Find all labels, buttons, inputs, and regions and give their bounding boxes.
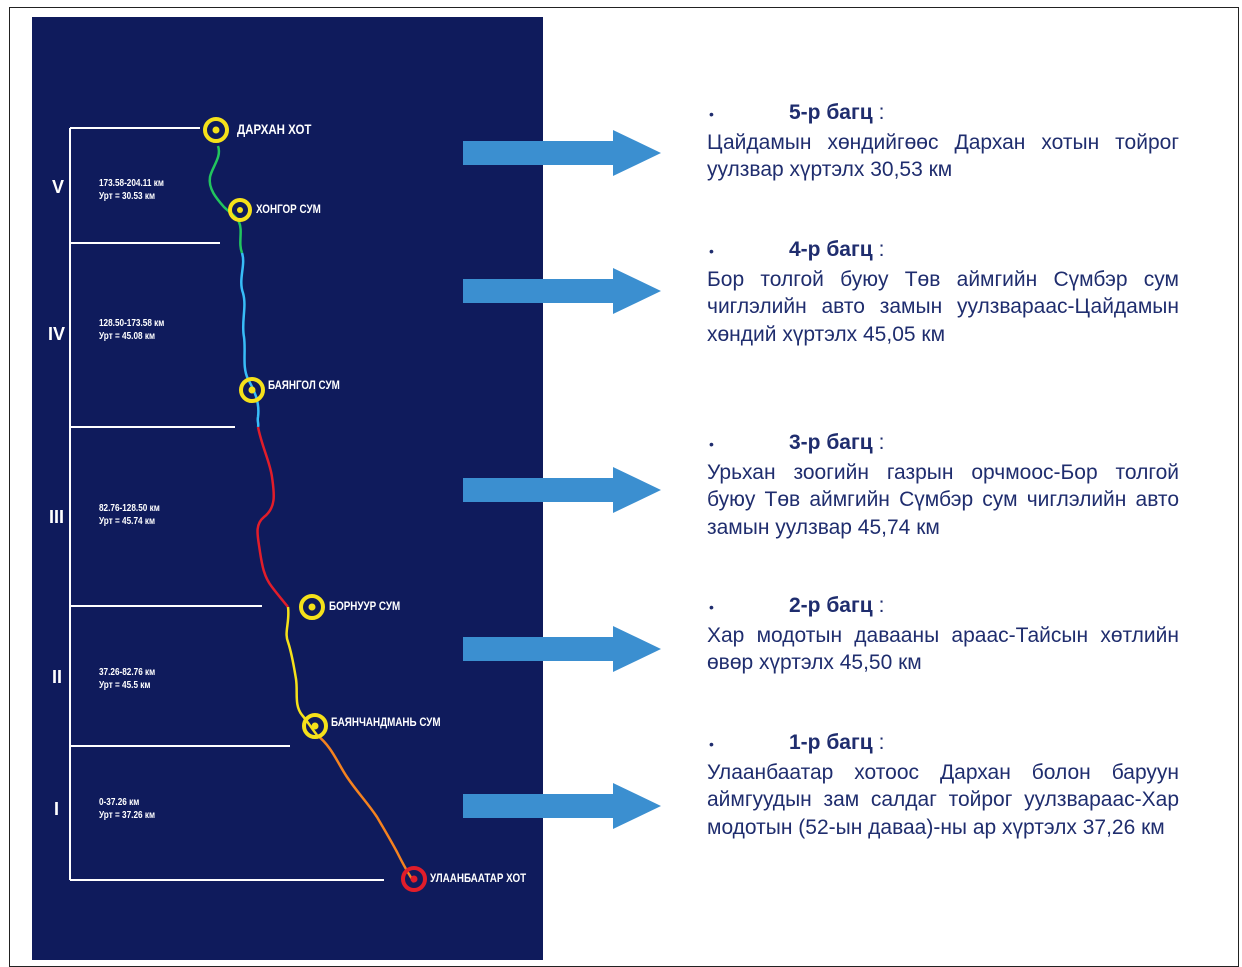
station-label-ulaanbaatar: УЛААНБААТАР ХОТ <box>430 871 527 885</box>
route-segment-orange <box>316 734 416 883</box>
segment-info-ii: 37.26-82.76 км Урт = 45.5 км <box>99 666 155 692</box>
segment-length: Урт = 45.74 км <box>99 516 156 527</box>
station-marker-darkhan <box>203 117 229 143</box>
segment-range: 128.50-173.58 км <box>99 318 165 329</box>
section-package-3: • 3-р багц : Урьхан зоогийн газрын орчмо… <box>707 429 1179 541</box>
segment-length: Урт = 30.53 км <box>99 191 156 202</box>
station-label-bayangol: БАЯНГОЛ СУМ <box>268 378 340 392</box>
section-title: 3-р багц <box>789 431 873 454</box>
segment-roman-iii: III <box>49 507 65 527</box>
station-label-darkhan: ДАРХАН ХОТ <box>237 121 312 137</box>
station-marker-ulaanbaatar <box>401 866 427 892</box>
bullet-icon: • <box>709 436 714 452</box>
segment-range: 82.76-128.50 км <box>99 503 160 514</box>
segment-roman-ii: II <box>52 667 63 687</box>
section-body: Хар модотын давааны араас-Тайсын хөтлийн… <box>707 623 1179 675</box>
segment-range: 37.26-82.76 км <box>99 667 156 678</box>
segment-roman-iv: IV <box>48 324 66 344</box>
section-body: Урьхан зоогийн газрын орчмоос-Бор толгой… <box>707 460 1179 539</box>
segment-info-iii: 82.76-128.50 км Урт = 45.74 км <box>99 502 160 528</box>
segment-length: Урт = 37.26 км <box>99 810 156 821</box>
route-segment-red <box>256 426 289 608</box>
station-label-bornuur: БОРНУУР СУМ <box>329 599 401 613</box>
route-diagram-panel: V IV III II I 173.58-204.11 км Урт = 30.… <box>32 17 543 960</box>
arrow-right-icon <box>463 783 661 829</box>
segment-length: Урт = 45.5 км <box>99 680 151 691</box>
section-header: • 3-р багц : <box>707 429 1179 459</box>
section-colon: : <box>878 731 885 754</box>
segment-roman-v: V <box>52 177 65 197</box>
station-marker-bayanchandmani <box>302 713 328 739</box>
section-header: • 4-р багц : <box>707 236 1179 266</box>
arrow-right-icon <box>463 268 661 314</box>
section-title: 2-р багц <box>789 594 873 617</box>
station-marker-bayangol <box>239 377 265 403</box>
section-header: • 2-р багц : <box>707 592 1179 622</box>
station-label-khongor: ХОНГОР СУМ <box>256 202 321 216</box>
segment-range: 0-37.26 км <box>99 797 140 808</box>
section-body: Цайдамын хөндийгөөс Дархан хотын тойрог … <box>707 130 1179 182</box>
section-title: 4-р багц <box>789 238 873 261</box>
segment-length: Урт = 45.08 км <box>99 331 156 342</box>
section-body: Бор толгой буюу Төв аймгийн Сүмбэр сум ч… <box>707 267 1179 346</box>
section-title: 1-р багц <box>789 731 873 754</box>
segment-info-i: 0-37.26 км Урт = 37.26 км <box>99 796 155 822</box>
bullet-icon: • <box>709 599 714 615</box>
section-colon: : <box>878 594 885 617</box>
route-segment-cyan <box>240 252 260 428</box>
segment-info-v: 173.58-204.11 км Урт = 30.53 км <box>99 177 164 203</box>
segment-info-iv: 128.50-173.58 км Урт = 45.08 км <box>99 317 164 343</box>
segment-roman-i: I <box>54 799 60 819</box>
section-body: Улаанбаатар хотоос Дархан болон баруун а… <box>707 760 1179 839</box>
arrow-right-icon <box>463 626 661 672</box>
section-title: 5-р багц <box>789 101 873 124</box>
section-package-5: • 5-р багц : Цайдамын хөндийгөөс Дархан … <box>707 99 1179 184</box>
section-header: • 1-р багц : <box>707 729 1179 759</box>
segment-range: 173.58-204.11 км <box>99 178 164 189</box>
arrow-right-icon <box>463 467 661 513</box>
section-package-4: • 4-р багц : Бор толгой буюу Төв аймгийн… <box>707 236 1179 348</box>
section-package-1: • 1-р багц : Улаанбаатар хотоос Дархан б… <box>707 729 1179 841</box>
bullet-icon: • <box>709 736 714 752</box>
arrow-right-icon <box>463 130 661 176</box>
bullet-icon: • <box>709 243 714 259</box>
section-colon: : <box>878 101 885 124</box>
station-marker-bornuur <box>299 594 325 620</box>
section-header: • 5-р багц : <box>707 99 1179 129</box>
section-package-2: • 2-р багц : Хар модотын давааны араас-Т… <box>707 592 1179 677</box>
route-diagram-svg <box>69 117 427 892</box>
station-marker-khongor <box>228 198 252 222</box>
bullet-icon: • <box>709 106 714 122</box>
section-colon: : <box>878 238 885 261</box>
section-colon: : <box>878 431 885 454</box>
route-segment-green <box>208 145 244 254</box>
station-label-bayanchandmani: БАЯНЧАНДМАНЬ СУМ <box>331 715 441 729</box>
